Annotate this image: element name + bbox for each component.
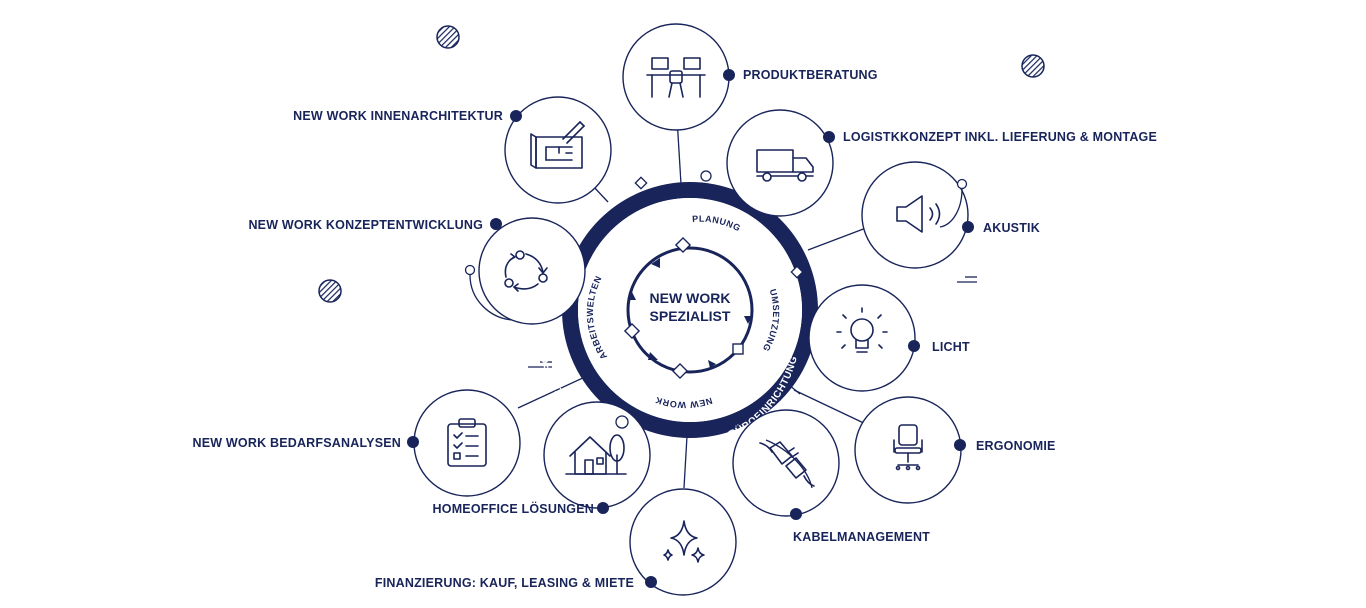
cycle-arrows-icon: [504, 250, 548, 292]
clipboard-checklist-icon: [447, 418, 487, 467]
service-circle-ergonomie: [854, 396, 962, 504]
cycle-arrowheads: [628, 258, 752, 368]
desks-chair-icon: [646, 57, 706, 98]
plug-icon: [759, 441, 815, 487]
office-chair-icon: [893, 424, 923, 471]
service-circle-akustik: [861, 161, 969, 269]
service-circle-homeoffice: [543, 401, 651, 509]
label-dots: [407, 69, 974, 588]
floorplan-pencil-icon: [530, 121, 585, 169]
sparkle-icon: [663, 520, 705, 563]
label-innenarchitektur: NEW WORK INNENARCHITEKTUR: [293, 109, 503, 123]
label-logistik: LOGISTKKONZEPT INKL. LIEFERUNG & MONTAGE: [843, 130, 1158, 144]
service-circle-bedarfsanalysen: [413, 389, 521, 497]
label-konzeptentwicklung: NEW WORK KONZEPTENTWICKLUNG: [248, 218, 483, 232]
label-finanzierung: FINANZIERUNG: KAUF, LEASING & MIETE: [374, 576, 634, 590]
lightbulb-icon: [836, 307, 888, 353]
center-title-line1: NEW WORK: [649, 290, 731, 306]
service-circle-logistik: [726, 109, 834, 217]
label-produktberatung: PRODUKTBERATUNG: [743, 68, 878, 82]
speed-lines: [528, 276, 977, 368]
hatched-dot: [318, 279, 342, 303]
center-title: NEW WORK SPEZIALIST: [600, 289, 780, 325]
truck-icon: [756, 149, 814, 182]
label-licht: LICHT: [932, 340, 970, 354]
label-bedarfsanalysen: NEW WORK BEDARFSANALYSEN: [192, 436, 401, 450]
label-kabelmanagement: KABELMANAGEMENT: [793, 530, 931, 544]
label-akustik: AKUSTIK: [983, 221, 1040, 235]
service-circle-innenarchitektur: [504, 96, 612, 204]
service-circle-licht: [808, 284, 916, 392]
hatched-dot: [436, 25, 460, 49]
cycle-diamonds: [623, 236, 744, 380]
label-homeoffice: HOMEOFFICE LÖSUNGEN: [432, 502, 594, 516]
hatched-dot: [1021, 54, 1045, 78]
service-circle-konzeptentwicklung: [478, 217, 586, 325]
service-circle-kabelmanagement: [732, 409, 840, 517]
ring-markers: [634, 170, 804, 279]
service-circle-finanzierung: [629, 488, 737, 596]
house-tree-icon: [565, 434, 627, 475]
label-ergonomie: ERGONOMIE: [976, 439, 1056, 453]
speaker-icon: [896, 195, 941, 233]
center-title-line2: SPEZIALIST: [649, 308, 731, 324]
process-cycle-ring: [626, 246, 754, 374]
service-circle-produktberatung: [622, 23, 730, 131]
